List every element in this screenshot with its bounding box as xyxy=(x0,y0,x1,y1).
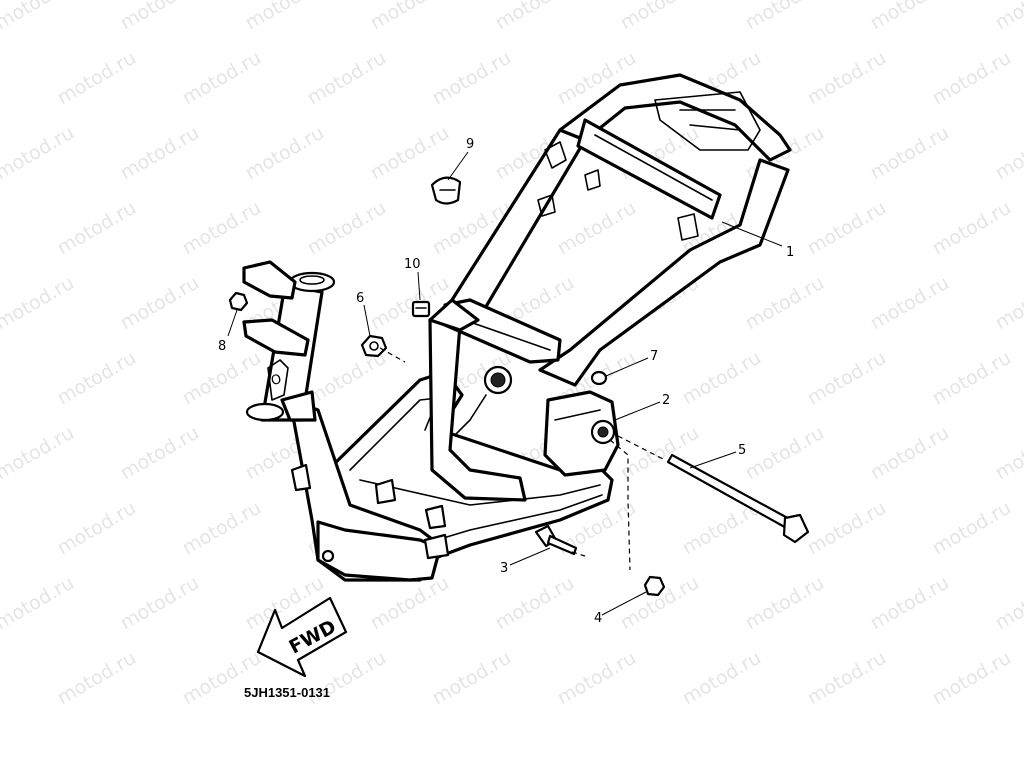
watermark-text: motod.ru xyxy=(992,422,1024,485)
watermark-text: motod.ru xyxy=(867,422,953,485)
long-bolt-part-5 xyxy=(666,453,810,544)
watermark-text: motod.ru xyxy=(492,0,578,34)
watermark-text: motod.ru xyxy=(117,0,203,34)
watermark-text: motod.ru xyxy=(867,122,953,185)
assembly-guides xyxy=(379,347,666,571)
watermark-text: motod.ru xyxy=(179,47,265,110)
watermark-text: motod.ru xyxy=(117,572,203,635)
watermark-text: motod.ru xyxy=(179,497,265,560)
watermark-text: motod.ru xyxy=(867,272,953,335)
watermark-text: motod.ru xyxy=(54,47,140,110)
watermark-text: motod.ru xyxy=(867,572,953,635)
watermark-text: motod.ru xyxy=(429,647,515,710)
callout-2: 2 xyxy=(662,393,670,408)
callout-10: 10 xyxy=(404,257,421,272)
watermark-text: motod.ru xyxy=(0,122,78,185)
watermark-text: motod.ru xyxy=(804,647,890,710)
watermark-text: motod.ru xyxy=(804,197,890,260)
watermark-text: motod.ru xyxy=(742,422,828,485)
nut-part-4 xyxy=(643,575,666,597)
callout-7: 7 xyxy=(650,349,658,364)
upper-head-bracket xyxy=(242,260,297,300)
washer-part-7 xyxy=(590,370,608,386)
watermark-text: motod.ru xyxy=(679,647,765,710)
pivot-bracket xyxy=(543,390,620,477)
watermark-text: motod.ru xyxy=(929,47,1015,110)
watermark-text: motod.ru xyxy=(242,122,328,185)
watermark-text: motod.ru xyxy=(54,497,140,560)
watermark-text: motod.ru xyxy=(929,347,1015,410)
watermark-text: motod.ru xyxy=(992,272,1024,335)
watermark-text: motod.ru xyxy=(742,572,828,635)
watermark-text: motod.ru xyxy=(0,422,78,485)
watermark-text: motod.ru xyxy=(0,572,78,635)
watermark-text: motod.ru xyxy=(367,122,453,185)
watermark-text: motod.ru xyxy=(54,347,140,410)
watermark-text: motod.ru xyxy=(304,197,390,260)
watermark-text: motod.ru xyxy=(742,0,828,34)
drawing-code: 5JH1351-0131 xyxy=(244,685,330,700)
callout-3: 3 xyxy=(500,561,508,576)
watermark-text: motod.ru xyxy=(179,347,265,410)
callout-4: 4 xyxy=(594,611,602,626)
callout-8: 8 xyxy=(218,339,226,354)
watermark-text: motod.ru xyxy=(117,122,203,185)
watermark-text: motod.ru xyxy=(929,647,1015,710)
callouts: 1 2 3 4 5 6 7 8 9 10 xyxy=(218,137,794,626)
callout-6: 6 xyxy=(356,291,364,306)
watermark-text: motod.ru xyxy=(804,47,890,110)
watermark-text: motod.ru xyxy=(429,47,515,110)
watermark-text: motod.ru xyxy=(679,347,765,410)
seat-rail-loop xyxy=(558,73,792,162)
lower-head-bracket xyxy=(242,318,310,357)
watermark-text: motod.ru xyxy=(617,0,703,34)
clip-part-10 xyxy=(411,300,431,318)
watermark-text: motod.ru xyxy=(992,572,1024,635)
watermark-text: motod.ru xyxy=(554,647,640,710)
watermark-text: motod.ru xyxy=(242,0,328,34)
bolt-part-3 xyxy=(534,524,578,556)
watermark-text: motod.ru xyxy=(54,197,140,260)
watermark-text: motod.ru xyxy=(804,497,890,560)
callout-5: 5 xyxy=(738,443,746,458)
watermark-text: motod.ru xyxy=(179,197,265,260)
clamp-part-9 xyxy=(430,176,462,205)
watermark-text: motod.ru xyxy=(929,197,1015,260)
watermark-text: motod.ru xyxy=(304,47,390,110)
watermark-text: motod.ru xyxy=(742,272,828,335)
bottom-cross-pipe xyxy=(316,520,442,582)
watermark-text: motod.ru xyxy=(54,647,140,710)
watermark-text: motod.ru xyxy=(367,0,453,34)
watermark-text: motod.ru xyxy=(929,497,1015,560)
watermark-text: motod.ru xyxy=(117,272,203,335)
watermark-text: motod.ru xyxy=(0,0,78,34)
left-cradle-tube xyxy=(428,298,480,332)
nut-part-8 xyxy=(228,291,249,312)
callout-9: 9 xyxy=(466,137,474,152)
watermark-text: motod.ru xyxy=(992,0,1024,34)
watermark-text: motod.ru xyxy=(992,122,1024,185)
frame-illustration: O xyxy=(242,73,792,582)
callout-1: 1 xyxy=(786,245,794,260)
watermark-text: motod.ru xyxy=(867,0,953,34)
svg-text:O: O xyxy=(270,372,283,389)
nut-part-6 xyxy=(360,334,388,358)
watermark-text: motod.ru xyxy=(804,347,890,410)
inner-down-tube xyxy=(428,318,527,502)
watermark-text: motod.ru xyxy=(117,422,203,485)
watermark-text: motod.ru xyxy=(554,197,640,260)
watermark-text: motod.ru xyxy=(0,272,78,335)
small-parts xyxy=(228,176,810,597)
tail-bracket xyxy=(654,91,761,151)
main-spar-right xyxy=(538,158,790,387)
watermark-text: motod.ru xyxy=(492,572,578,635)
